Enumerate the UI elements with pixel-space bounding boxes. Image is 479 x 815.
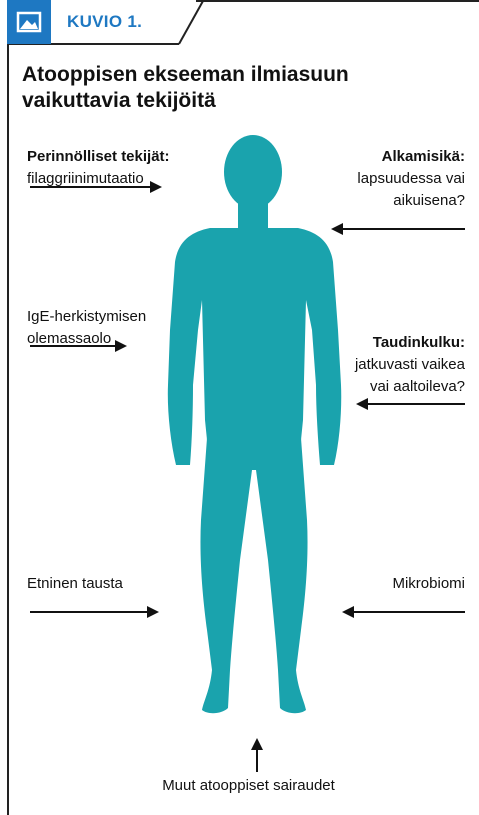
factor-onset-heading: Alkamisikä: [265,146,465,168]
factor-other-detail: Muut atooppiset sairaudet [18,775,479,797]
factor-onset-line2: aikuisena? [265,190,465,212]
factor-microbiome: Mikrobiomi [265,573,465,595]
factor-course: Taudinkulku: jatkuvasti vaikea vai aalto… [265,332,465,398]
factor-course-line2: vai aaltoileva? [265,376,465,398]
factor-ige-line2: olemassaolo [27,328,146,350]
factor-ige: IgE-herkistymisen olemassaolo [27,306,146,350]
factor-microbiome-detail: Mikrobiomi [265,573,465,595]
factor-genetic-detail: filaggriinimutaatio [27,168,170,190]
human-silhouette [168,135,341,713]
factor-ethnic-detail: Etninen tausta [27,573,123,595]
factor-course-line1: jatkuvasti vaikea [265,354,465,376]
factor-ige-line1: IgE-herkistymisen [27,306,146,328]
factor-onset: Alkamisikä: lapsuudessa vai aikuisena? [265,146,465,212]
factor-genetic: Perinnölliset tekijät: filaggriinimutaat… [27,146,170,190]
factor-course-heading: Taudinkulku: [265,332,465,354]
factor-genetic-heading: Perinnölliset tekijät: [27,146,170,168]
factor-other: Muut atooppiset sairaudet [0,775,479,797]
factor-onset-line1: lapsuudessa vai [265,168,465,190]
factor-ethnic: Etninen tausta [27,573,123,595]
